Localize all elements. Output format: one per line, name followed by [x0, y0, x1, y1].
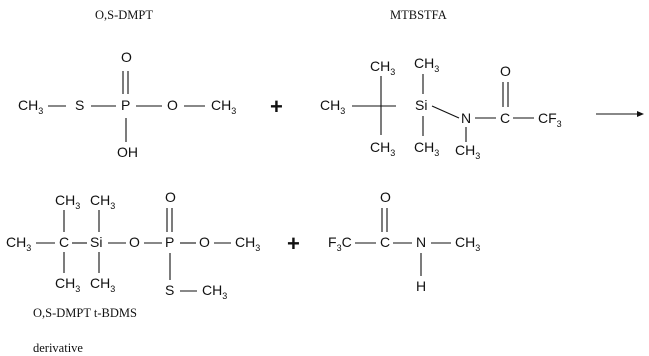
p1-phosphorus: P — [165, 234, 174, 250]
rg-nitrogen: N — [461, 110, 471, 126]
reactant1-label: O,S-DMPT — [95, 8, 153, 22]
product1-structure: CH3 C CH3 CH3 Si CH3 CH3 O P O O CH3 S C… — [6, 189, 260, 301]
rg-cf3: CF3 — [538, 110, 562, 129]
r1-ch3-left: CH3 — [18, 97, 43, 116]
p2-f3c: F3C — [328, 234, 352, 253]
reagent-label: MTBSTFA — [390, 8, 447, 22]
p1-ch3-bot2: CH3 — [90, 275, 115, 294]
p1-oxygen-right: O — [199, 234, 210, 250]
rg-ch3-top1: CH3 — [370, 58, 395, 77]
product2-structure: F3C C O N H CH3 — [328, 189, 480, 294]
r1-phosphorus: P — [121, 97, 130, 113]
p1-ch3-right: CH3 — [235, 234, 260, 253]
product1-label-line1: O,S-DMPT t-BDMS — [33, 306, 137, 320]
p1-ch3-s: CH3 — [202, 282, 227, 301]
plus-sign-1: + — [270, 94, 283, 119]
product1-label-line2: derivative — [33, 341, 83, 355]
p2-nitrogen: N — [416, 234, 426, 250]
reactant1-structure: CH3 S P O O CH3 OH — [18, 49, 236, 160]
p1-ch3-top2: CH3 — [90, 192, 115, 211]
p2-hydrogen: H — [416, 278, 426, 294]
p1-ch3-top1: CH3 — [55, 192, 80, 211]
r1-ch3-right: CH3 — [211, 97, 236, 116]
rg-ch3-n: CH3 — [455, 142, 480, 161]
plus-sign-2: + — [287, 231, 300, 256]
rg-oxygen: O — [500, 63, 511, 79]
p1-oxygen-link: O — [129, 234, 140, 250]
rg-ch3-bot1: CH3 — [370, 139, 395, 158]
rg-carbon: C — [500, 110, 510, 126]
rg-ch3-top2: CH3 — [414, 55, 439, 74]
reagent-structure: CH3 CH3 CH3 Si CH3 CH3 N CH3 C O CF3 — [320, 55, 562, 161]
rg-ch3-bot2: CH3 — [414, 139, 439, 158]
p2-ch3: CH3 — [455, 234, 480, 253]
p2-oxygen: O — [380, 189, 391, 205]
r1-oxygen-right: O — [167, 97, 178, 113]
p2-carbon: C — [380, 234, 390, 250]
r1-hydroxyl: OH — [117, 144, 138, 160]
r1-sulfur: S — [75, 97, 84, 113]
r1-oxygen-top: O — [121, 49, 132, 65]
p1-ch3-left: CH3 — [6, 234, 31, 253]
rg-silicon: Si — [415, 97, 427, 113]
p1-carbon: C — [59, 234, 69, 250]
p1-sulfur: S — [165, 282, 174, 298]
reaction-arrow — [596, 111, 644, 117]
rg-ch3-left: CH3 — [320, 97, 345, 116]
p1-ch3-bot1: CH3 — [55, 275, 80, 294]
p1-oxygen-top: O — [165, 189, 176, 205]
p1-silicon: Si — [90, 234, 102, 250]
